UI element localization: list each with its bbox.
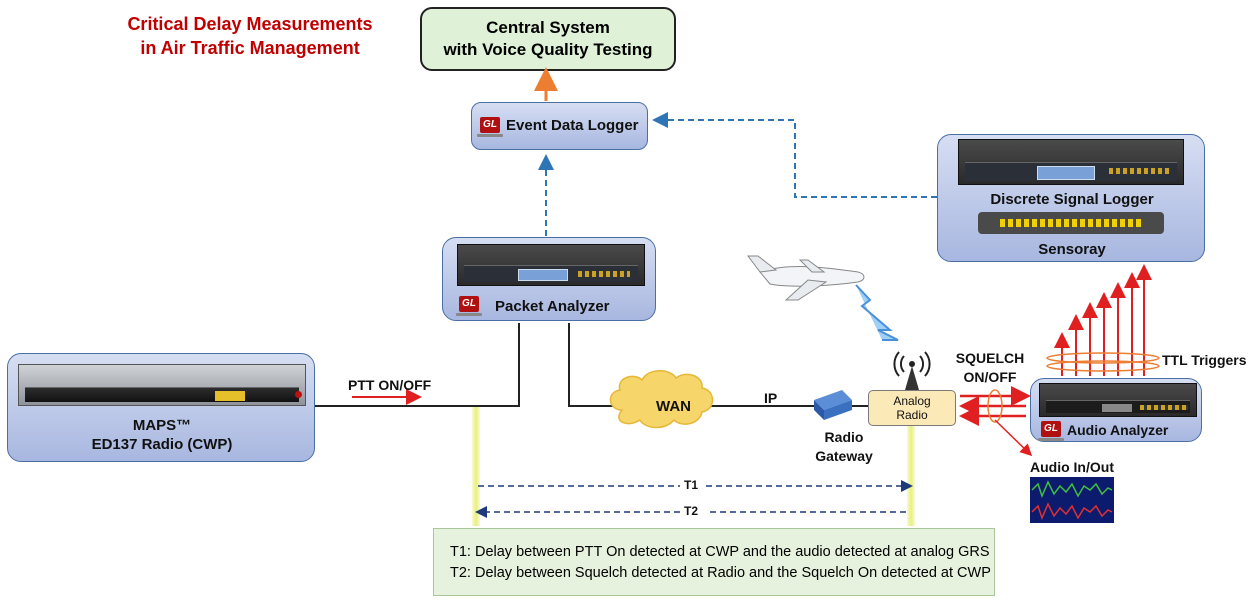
- discrete-signal-logger-box: Discrete Signal Logger Sensoray: [937, 134, 1205, 262]
- packet-analyzer-label: Packet Analyzer: [495, 298, 610, 315]
- radio-gateway-line-1: Radio: [824, 429, 864, 445]
- audio-analyzer-box: GL Audio Analyzer: [1030, 378, 1202, 442]
- cloud-icon: [609, 370, 714, 429]
- legend-t2: T2: Delay between Squelch detected at Ra…: [450, 565, 991, 581]
- gl-logo-icon: GL: [477, 117, 503, 137]
- discrete-signal-logger-device: [958, 139, 1184, 185]
- wan-label: WAN: [656, 398, 691, 415]
- squelch-line-2: ON/OFF: [963, 369, 1017, 385]
- diagram-title: Critical Delay Measurements in Air Traff…: [100, 12, 400, 60]
- signal-logger-to-event-logger-arrow: [652, 112, 937, 198]
- audio-analyzer-label: Audio Analyzer: [1067, 422, 1169, 438]
- analog-radio-line-1: Analog: [893, 394, 931, 408]
- ttl-ring-2: [1046, 360, 1160, 372]
- audio-inout-arrow: [994, 419, 1033, 457]
- t1-label: T1: [684, 478, 699, 492]
- central-system-line-1: Central System: [486, 18, 610, 37]
- gl-logo-icon: GL: [456, 296, 482, 316]
- antenna-icon: [893, 351, 931, 390]
- ttl-triggers-label: TTL Triggers: [1162, 352, 1247, 368]
- squelch-line-1: SQUELCH: [955, 350, 1025, 366]
- ttl-ring-1: [1046, 352, 1160, 364]
- event-data-logger-label: Event Data Logger: [506, 117, 639, 134]
- maps-radio-box: MAPS™ ED137 Radio (CWP): [7, 353, 315, 462]
- cwp-to-packet-line: [315, 323, 520, 407]
- airplane-icon: [747, 255, 865, 301]
- audio-analyzer-device: [1039, 383, 1197, 417]
- maps-radio-label: MAPS™ ED137 Radio (CWP): [8, 416, 316, 454]
- analog-radio-box: Analog Radio: [868, 390, 956, 426]
- ptt-label: PTT ON/OFF: [348, 377, 432, 393]
- audio-inout-label: Audio In/Out: [1030, 459, 1114, 475]
- radio-gateway-line-2: Gateway: [815, 448, 873, 464]
- radio-gateway-label: Radio Gateway: [806, 428, 882, 466]
- sensoray-device: [978, 212, 1164, 234]
- sensoray-label: Sensoray: [1038, 241, 1106, 258]
- waveform-icon: [1030, 477, 1114, 523]
- discrete-signal-logger-label: Discrete Signal Logger: [990, 191, 1154, 208]
- gl-logo-icon: GL: [1038, 421, 1064, 441]
- squelch-label: SQUELCH ON/OFF: [952, 349, 1028, 387]
- lightning-icon: [855, 284, 899, 341]
- packet-to-wan-line: [568, 323, 626, 407]
- central-system-box: Central System with Voice Quality Testin…: [420, 7, 676, 71]
- packet-analyzer-box: GL Packet Analyzer: [442, 237, 656, 321]
- cable-ring: [987, 389, 1003, 423]
- radio-gateway-device: [814, 390, 852, 420]
- maps-radio-line-1: MAPS™: [132, 417, 192, 434]
- t2-label: T2: [684, 504, 699, 518]
- ip-label: IP: [764, 390, 778, 406]
- maps-radio-device: [18, 364, 306, 406]
- legend-t1: T1: Delay between PTT On detected at CWP…: [450, 544, 990, 560]
- ttl-trigger-arrows: [1054, 264, 1152, 376]
- event-data-logger-box: GL Event Data Logger: [471, 102, 648, 150]
- title-line-2: in Air Traffic Management: [140, 38, 360, 58]
- central-system-line-2: with Voice Quality Testing: [443, 40, 653, 59]
- cwp-timing-marker: [472, 406, 480, 526]
- packet-analyzer-device: [457, 244, 645, 286]
- timing-legend: T1: Delay between PTT On detected at CWP…: [433, 528, 995, 596]
- analog-radio-line-2: Radio: [896, 408, 928, 422]
- title-line-1: Critical Delay Measurements: [127, 14, 373, 34]
- radio-timing-marker: [907, 426, 915, 526]
- maps-radio-line-2: ED137 Radio (CWP): [91, 436, 233, 453]
